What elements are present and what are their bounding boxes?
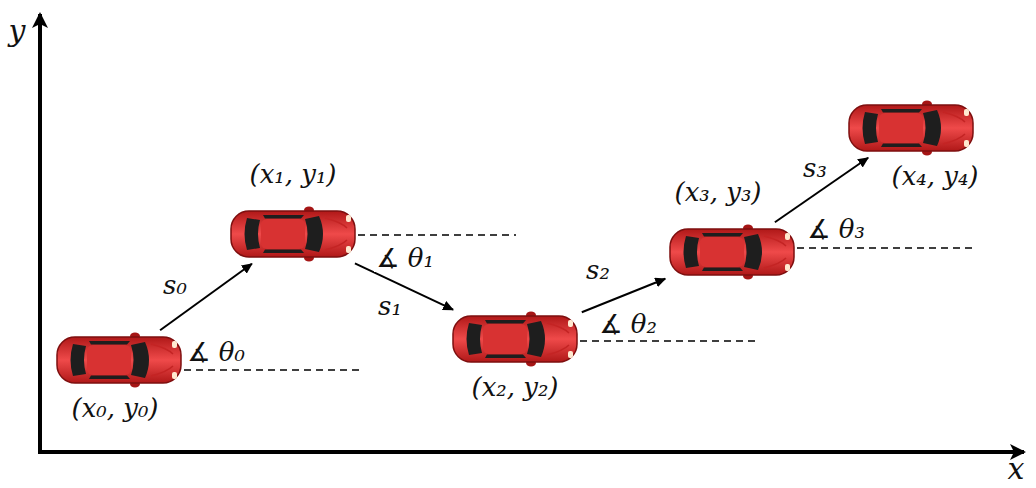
car-node: (x₃, y₃) xyxy=(668,224,796,280)
car-icon xyxy=(229,206,357,262)
axis-label: x xyxy=(1006,452,1027,485)
x-axis xyxy=(38,450,1024,454)
car-node: (x₁, y₁) xyxy=(229,206,357,262)
displacement-label: s₃ xyxy=(801,154,829,183)
angle-label: ∡ θ₁ xyxy=(374,244,436,273)
reference-line xyxy=(797,247,976,249)
position-label: (x₃, y₃) xyxy=(672,178,763,207)
angle-label: ∡ θ₃ xyxy=(805,215,867,244)
reference-line xyxy=(184,369,360,371)
car-icon xyxy=(55,332,183,388)
car-node: (x₄, y₄) xyxy=(847,100,975,156)
angle-label: ∡ θ₂ xyxy=(597,310,659,339)
position-label: (x₀, y₀) xyxy=(69,394,160,423)
reference-line xyxy=(580,340,760,342)
position-label: (x₄, y₄) xyxy=(889,162,980,191)
position-label: (x₁, y₁) xyxy=(247,160,338,189)
displacement-label: s₁ xyxy=(376,292,404,321)
car-node: (x₂, y₂) xyxy=(451,311,579,367)
car-icon xyxy=(668,224,796,280)
displacement-label: s₀ xyxy=(161,271,189,300)
motion-arrow xyxy=(160,264,252,330)
car-icon xyxy=(847,100,975,156)
reference-line xyxy=(358,234,516,236)
displacement-label: s₂ xyxy=(584,256,612,285)
y-axis xyxy=(38,14,42,454)
car-icon xyxy=(451,311,579,367)
axis-label: y xyxy=(7,14,28,47)
position-label: (x₂, y₂) xyxy=(469,373,560,402)
car-node: (x₀, y₀) xyxy=(55,332,183,388)
angle-label: ∡ θ₀ xyxy=(185,338,247,367)
